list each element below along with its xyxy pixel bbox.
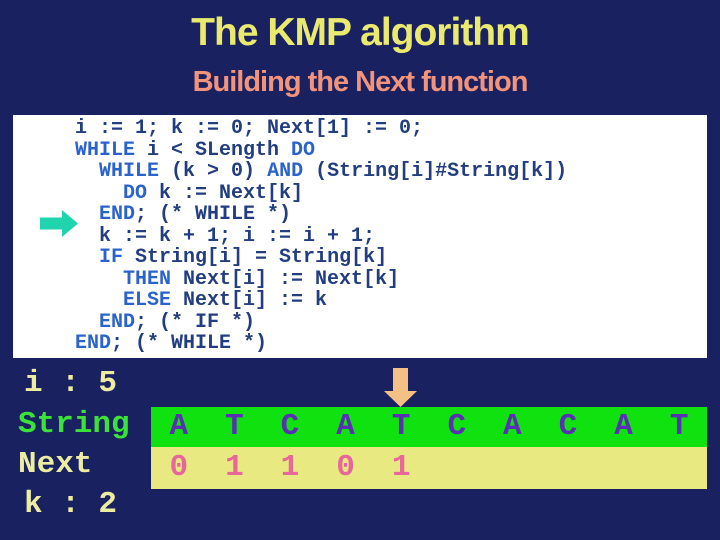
current-line-arrow-icon: [40, 210, 78, 237]
next-cell: [485, 447, 541, 489]
slide-title: The KMP algorithm: [191, 11, 530, 54]
code-line: END; (* WHILE *): [99, 203, 292, 226]
string-cell: T: [669, 409, 689, 444]
string-cell: A: [169, 409, 189, 444]
string-cell: C: [447, 409, 467, 444]
code-panel: i := 1; k := 0; Next[1] := 0;WHILE i < S…: [13, 115, 707, 358]
code-line: k := k + 1; i := i + 1;: [75, 224, 376, 248]
var-k-value: k : 2: [24, 487, 118, 522]
code-line: WHILE i < SLength DO: [75, 138, 316, 162]
next-cell: 0: [336, 450, 355, 485]
next-cell: [540, 447, 596, 489]
code-line: THEN Next[i] := Next[k]: [123, 267, 400, 291]
string-cell: A: [336, 409, 355, 444]
code-line: ELSE Next[i] := k: [123, 289, 328, 312]
code-line: END; (* WHILE *): [75, 332, 268, 355]
code-line: i := 1; k := 0; Next[1] := 0;: [75, 117, 424, 140]
next-cell: 1: [391, 450, 411, 485]
code-line: IF String[i] = String[k]: [99, 246, 388, 269]
next-cell: 1: [225, 450, 244, 485]
string-cell: A: [614, 409, 633, 444]
position-pointer-icon: [384, 368, 417, 407]
string-cell: C: [280, 409, 300, 444]
next-cell: 1: [280, 450, 300, 485]
string-row-label: String: [18, 407, 130, 442]
next-cell: [429, 447, 485, 489]
code-line: END; (* IF *): [99, 310, 256, 334]
code-line: WHILE (k > 0) AND (String[i]#String[k]): [99, 160, 568, 183]
string-cell: C: [558, 409, 578, 444]
next-cell: [651, 447, 707, 489]
code-block: i := 1; k := 0; Next[1] := 0;WHILE i < S…: [75, 118, 567, 355]
string-cell: T: [225, 409, 244, 444]
code-line: DO k := Next[k]: [123, 181, 304, 205]
slide-subtitle: Building the Next function: [192, 66, 529, 98]
next-cell: [596, 447, 652, 489]
next-row: 0 1 1 0 1: [151, 447, 707, 489]
string-cell: A: [503, 409, 522, 444]
next-row-label: Next: [18, 447, 93, 482]
next-cell: 0: [169, 450, 189, 485]
string-cell: T: [391, 409, 411, 444]
var-i-value: i : 5: [24, 366, 118, 401]
